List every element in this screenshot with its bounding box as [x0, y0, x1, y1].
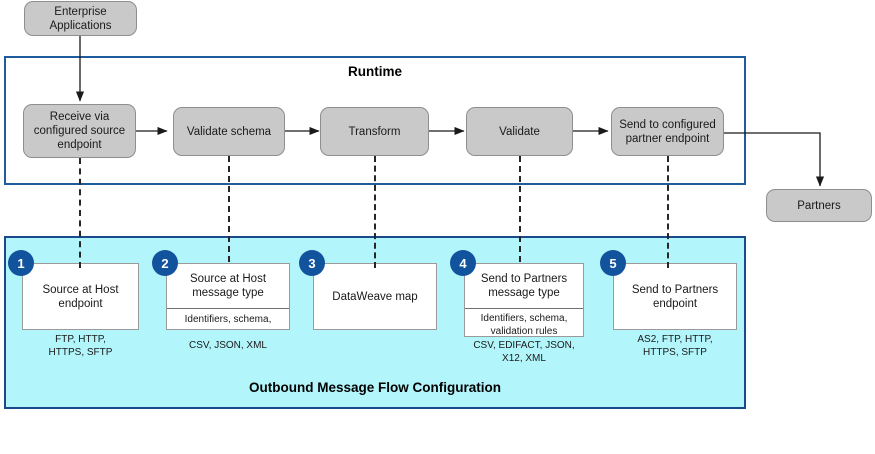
- runtime-step-send-to-partner: Send to configured partner endpoint: [611, 107, 724, 156]
- config-card-3-head: DataWeave map: [314, 264, 436, 329]
- runtime-panel-title: Runtime: [348, 64, 402, 79]
- runtime-step-validate-schema-label: Validate schema: [186, 125, 272, 138]
- runtime-step-receive-line1: Receive via: [49, 111, 110, 123]
- config-card-1-head-line1: Source at Host: [42, 283, 119, 296]
- config-card-5-caption: AS2, FTP, HTTP, HTTPS, SFTP: [605, 334, 745, 359]
- config-card-2-body: Identifiers, schema,: [167, 309, 289, 329]
- config-card-4-caption-line2: X12, XML: [502, 352, 546, 364]
- step-badge-2: 2: [152, 250, 178, 276]
- step-badge-3: 3: [299, 250, 325, 276]
- config-card-source-host-message-type: Source at Host message type Identifiers,…: [166, 263, 290, 330]
- dashed-link-1: [79, 158, 81, 268]
- config-card-send-partners-message-type: Send to Partners message type Identifier…: [464, 263, 584, 337]
- config-card-4-body-line1: Identifiers, schema,: [480, 313, 568, 324]
- config-card-4-head-line2: message type: [488, 287, 560, 299]
- enterprise-applications-label-line1: Enterprise: [54, 5, 107, 18]
- partners-label: Partners: [797, 199, 841, 212]
- runtime-step-validate-label: Validate: [499, 125, 540, 138]
- config-card-1-head: Source at Host endpoint: [23, 264, 138, 329]
- config-card-1-caption: FTP, HTTP, HTTPS, SFTP: [12, 334, 149, 359]
- config-card-1-head-line2: endpoint: [58, 297, 103, 310]
- config-card-5-head: Send to Partners endpoint: [614, 264, 736, 329]
- runtime-step-send-line1: Send to configured: [619, 118, 716, 131]
- enterprise-applications-box: Enterprise Applications: [24, 1, 137, 36]
- config-card-2-caption: CSV, JSON, XML: [156, 340, 300, 353]
- runtime-step-transform-label: Transform: [348, 125, 401, 138]
- step-badge-5: 5: [600, 250, 626, 276]
- dashed-link-2: [228, 156, 230, 262]
- config-card-5-caption-line2: HTTPS, SFTP: [643, 346, 707, 358]
- runtime-step-validate-schema: Validate schema: [173, 107, 285, 156]
- config-card-4-head: Send to Partners message type: [465, 264, 583, 309]
- config-card-5-head-line2: endpoint: [652, 297, 698, 310]
- config-card-source-host-endpoint: Source at Host endpoint: [22, 263, 139, 330]
- runtime-step-transform: Transform: [320, 107, 429, 156]
- config-card-3-head-line1: DataWeave map: [332, 290, 418, 303]
- runtime-step-receive: Receive via configured source endpoint: [23, 104, 136, 158]
- config-card-2-body-line1: Identifiers, schema,: [184, 313, 272, 325]
- step-badge-1: 1: [8, 250, 34, 276]
- runtime-step-send-line2: partner endpoint: [625, 132, 710, 145]
- config-card-dataweave-map: DataWeave map: [313, 263, 437, 330]
- config-card-4-body-line2: validation rules: [490, 326, 558, 337]
- config-card-1-caption-line1: FTP, HTTP,: [55, 334, 106, 345]
- config-card-send-partners-endpoint: Send to Partners endpoint: [613, 263, 737, 330]
- dashed-link-4: [519, 156, 521, 262]
- config-card-4-body: Identifiers, schema, validation rules: [465, 309, 583, 341]
- config-panel-title: Outbound Message Flow Configuration: [249, 380, 501, 395]
- config-card-2-caption-line1: CSV, JSON, XML: [189, 340, 267, 351]
- config-card-2-head-line1: Source at Host: [189, 273, 267, 285]
- runtime-step-validate: Validate: [466, 107, 573, 156]
- dashed-link-3: [374, 156, 376, 268]
- config-card-2-head: Source at Host message type: [167, 264, 289, 309]
- config-card-4-head-line1: Send to Partners: [480, 273, 568, 285]
- runtime-step-receive-line2: configured source: [33, 125, 126, 137]
- runtime-step-receive-line3: endpoint: [57, 139, 102, 151]
- config-card-4-caption-line1: CSV, EDIFACT, JSON,: [473, 340, 575, 351]
- config-card-5-head-line1: Send to Partners: [631, 283, 719, 296]
- config-card-5-caption-line1: AS2, FTP, HTTP,: [637, 334, 713, 345]
- partners-box: Partners: [766, 189, 872, 222]
- enterprise-applications-label-line2: Applications: [49, 19, 112, 32]
- config-card-4-caption: CSV, EDIFACT, JSON, X12, XML: [454, 340, 594, 365]
- dashed-link-5: [667, 156, 669, 268]
- config-card-2-head-line2: message type: [192, 287, 264, 299]
- step-badge-4: 4: [450, 250, 476, 276]
- config-card-1-caption-line2: HTTPS, SFTP: [48, 346, 113, 358]
